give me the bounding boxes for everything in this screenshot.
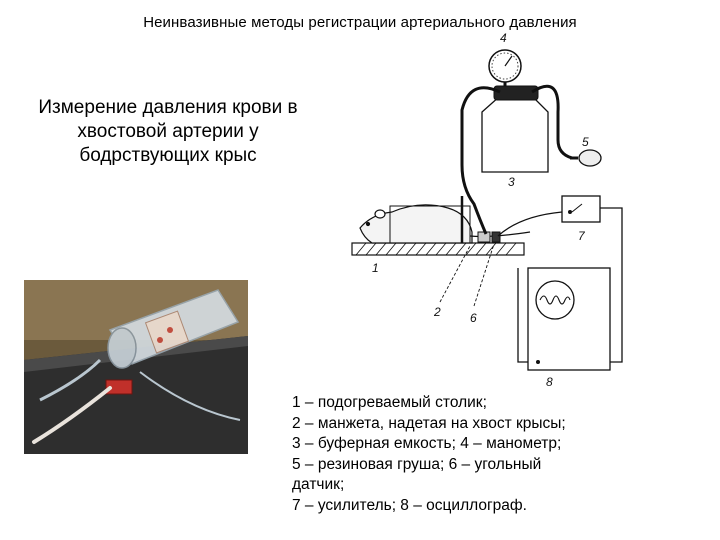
label-1: 1 [372,261,379,275]
rat-figure [359,204,531,244]
carbon-sensor [491,231,501,243]
subtitle: Измерение давления крови в хвостовой арт… [8,96,328,168]
rubber-bulb [570,149,602,167]
subtitle-line-2: хвостовой артерии у [77,121,259,142]
restrainer [389,205,471,244]
air-tubing [460,84,573,235]
legend-line-4: 5 – резиновая груша; 6 – угольный [292,455,542,473]
label-7: 7 [578,229,586,243]
oscillograph [527,267,611,371]
legend-line-1: 1 – подогреваемый столик; [292,394,487,411]
subtitle-line-1: Измерение давления крови в [38,97,298,118]
legend: 1 – подогреваемый столик; 2 – манжета, н… [292,393,712,516]
manometer [488,49,522,86]
heated-table [351,242,525,256]
legend-line-2: 2 – манжета, надетая на хвост крысы; [292,414,566,432]
label-5: 5 [582,135,589,149]
label-3: 3 [508,175,515,189]
apparatus-photo [24,280,248,454]
label-6: 6 [470,311,477,325]
subtitle-line-3: бодрствующих крыс [79,145,257,166]
buffer-vessel [481,85,549,173]
legend-line-5: датчик; [292,476,345,493]
legend-line-6: 7 – усилитель; 8 – осциллограф. [292,496,527,514]
page-title: Неинвазивные методы регистрации артериал… [143,14,577,31]
label-8: 8 [546,375,553,389]
label-2: 2 [433,305,441,319]
legend-line-3: 3 – буферная емкость; 4 – манометр; [292,435,562,452]
label-4: 4 [500,31,507,45]
tail-cuff [477,231,491,243]
amplifier [561,195,601,223]
